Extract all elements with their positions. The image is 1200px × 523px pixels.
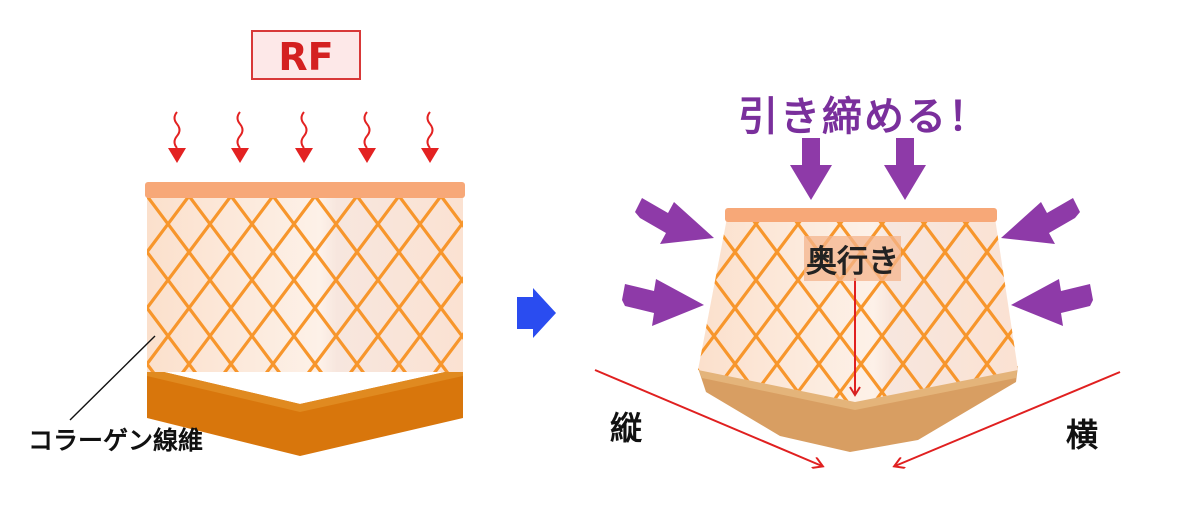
- transition-arrow-icon: [517, 288, 556, 338]
- tighten-arrow-right: [635, 198, 714, 244]
- skin-surface-after: [725, 208, 997, 222]
- tighten-arrow-down: [884, 138, 926, 200]
- skin-block-before: [145, 182, 465, 456]
- heat-arrow: [231, 111, 249, 163]
- skin-block-after: [698, 208, 1018, 452]
- rf-energy-label: RF: [251, 30, 361, 80]
- tighten-label: 引き締める！: [738, 94, 990, 140]
- tightening-arrows: [622, 138, 1093, 326]
- heat-arrow: [421, 111, 439, 163]
- vertical-dimension-arrow: [594, 369, 822, 466]
- heat-arrow: [295, 111, 313, 163]
- vertical-label: 縦: [610, 409, 643, 447]
- rf-heat-arrows: [168, 111, 439, 163]
- tighten-arrow-down: [790, 138, 832, 200]
- fiber-leader-line: [69, 335, 156, 421]
- skin-surface: [145, 182, 465, 198]
- depth-label: 奥行き: [804, 236, 901, 281]
- tighten-arrow-right: [622, 279, 704, 326]
- horizontal-label: 横: [1066, 416, 1099, 454]
- tighten-arrow-left: [1001, 198, 1080, 244]
- heat-arrow: [168, 111, 186, 163]
- tighten-arrow-left: [1011, 279, 1093, 326]
- horizontal-dimension-arrow: [895, 371, 1121, 466]
- collagen-fiber-label: コラーゲン線維: [28, 426, 204, 455]
- heat-arrow: [358, 111, 376, 163]
